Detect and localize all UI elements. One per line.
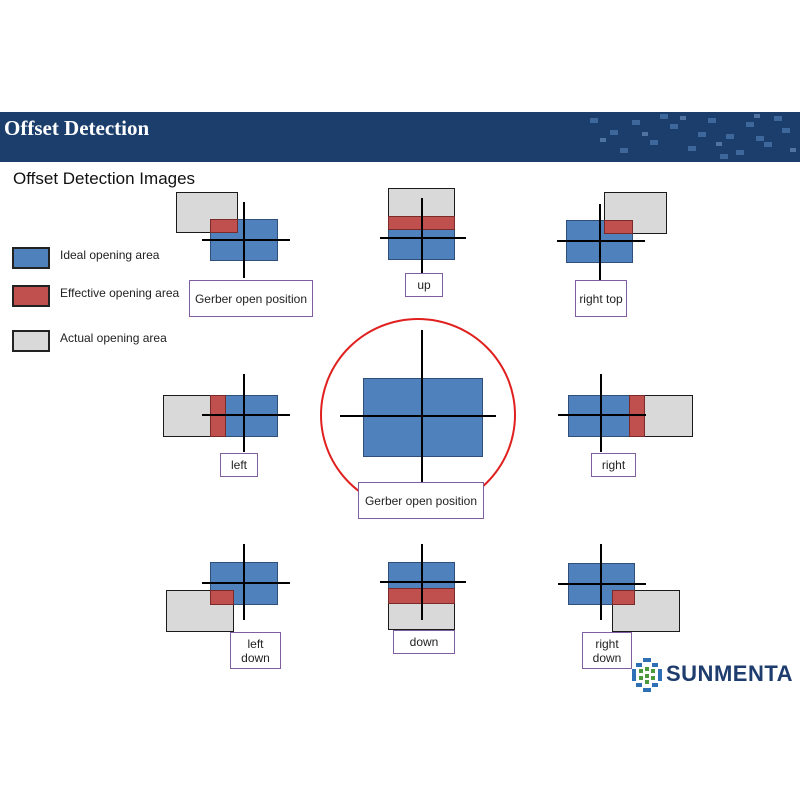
label-up: up <box>405 273 443 297</box>
crosshair-v <box>421 544 423 620</box>
label-right-top: right top <box>575 280 627 317</box>
crosshair-v <box>600 544 602 620</box>
effective-opening <box>612 590 635 605</box>
legend-swatch-ideal <box>12 247 50 269</box>
label-right: right <box>591 453 636 477</box>
crosshair-h <box>380 581 466 583</box>
crosshair-h <box>202 414 290 416</box>
crosshair-h <box>558 414 646 416</box>
crosshair-v <box>421 198 423 274</box>
crosshair-h <box>380 237 466 239</box>
logo-text: SUNMENTA <box>666 661 794 686</box>
crosshair-v <box>421 330 423 482</box>
crosshair-v <box>243 544 245 620</box>
crosshair-h <box>557 240 645 242</box>
label-right-down: right down <box>582 632 632 669</box>
crosshair-h <box>202 239 290 241</box>
subtitle: Offset Detection Images <box>13 169 196 188</box>
crosshair-h <box>202 582 290 584</box>
effective-opening <box>210 219 238 233</box>
crosshair-v <box>243 374 245 452</box>
crosshair-h <box>340 415 496 417</box>
label-left-down: left down <box>230 632 281 669</box>
legend-label-actual: Actual opening area <box>60 331 167 345</box>
effective-opening <box>629 395 645 437</box>
header-banner: Offset Detection <box>0 112 800 162</box>
effective-opening <box>210 395 226 437</box>
label-center: Gerber open position <box>358 482 484 519</box>
banner-decoration <box>590 114 796 159</box>
label-left: left <box>220 453 258 477</box>
effective-opening <box>210 590 234 605</box>
legend-label-effective: Effective opening area <box>60 286 180 300</box>
crosshair-h <box>558 583 646 585</box>
legend-label-ideal: Ideal opening area <box>60 248 160 262</box>
sunmenta-logo: SUNMENTA <box>632 657 794 693</box>
label-down: down <box>393 630 455 654</box>
legend-swatch-effective <box>12 285 50 307</box>
sunmenta-logo-icon <box>632 658 662 692</box>
crosshair-v <box>600 374 602 452</box>
label-top-left: Gerber open position <box>189 280 313 317</box>
legend-swatch-actual <box>12 330 50 352</box>
banner-title: Offset Detection <box>4 116 150 140</box>
effective-opening <box>604 220 633 234</box>
crosshair-v <box>243 202 245 278</box>
ideal-opening <box>363 378 483 457</box>
crosshair-v <box>599 204 601 280</box>
